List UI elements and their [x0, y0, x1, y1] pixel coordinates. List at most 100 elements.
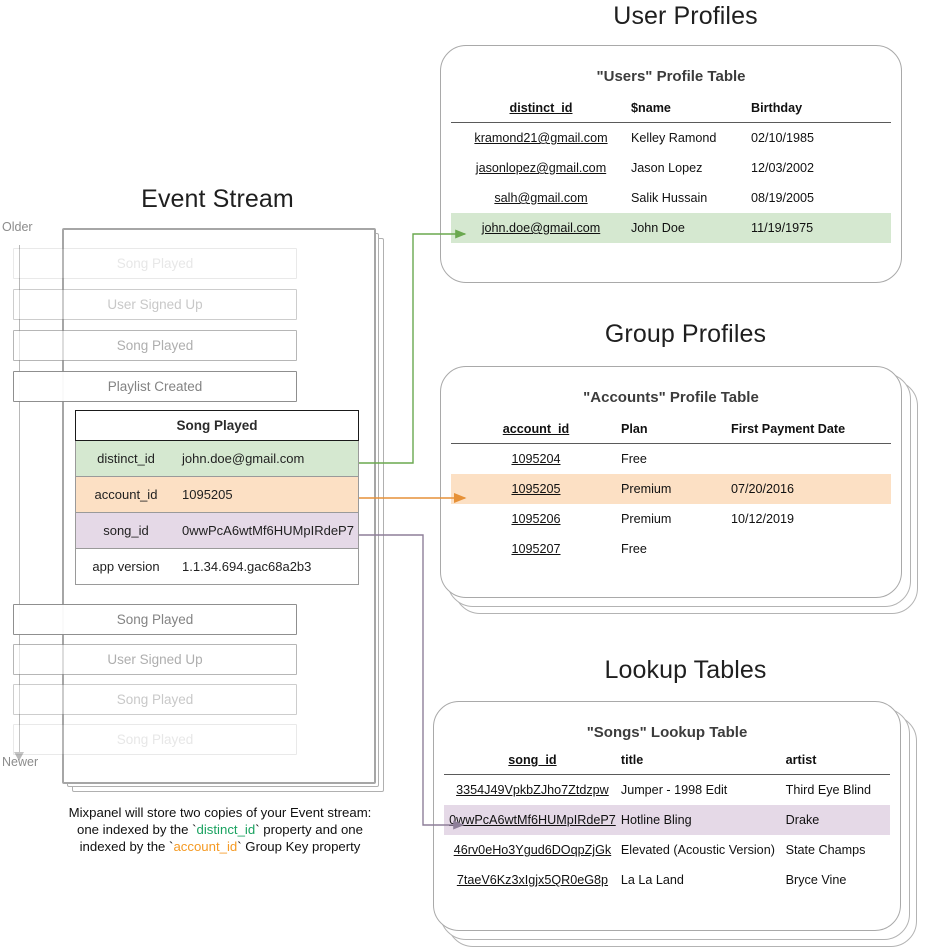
- event-row[interactable]: Song Played: [13, 330, 297, 361]
- column-header-artist: artist: [785, 753, 817, 767]
- caption-account-id-key: account_id: [173, 839, 238, 854]
- songs-lookup-table: song_id title artist 3354J49VpkbZJho7Ztd…: [444, 747, 890, 895]
- group-profiles-card-group: "Accounts" Profile Table account_id Plan…: [440, 366, 920, 616]
- songs-table-title: "Songs" Lookup Table: [586, 724, 748, 741]
- cell-song-id: 0wwPcA6wtMf6HUMpIRdeP7: [444, 805, 621, 835]
- cell-title: Elevated (Acoustic Version): [620, 843, 775, 857]
- cell-distinct-id: jasonlopez@gmail.com: [475, 161, 607, 175]
- cell-song-id: 7taeV6Kz3xIgjx5QR0eG8p: [456, 873, 609, 887]
- table-row-highlighted: 1095205 Premium 07/20/2016: [451, 474, 891, 504]
- users-table-title: "Users" Profile Table: [596, 68, 746, 85]
- property-value: 1095205: [182, 487, 233, 502]
- cell-distinct-id: kramond21@gmail.com: [474, 131, 608, 145]
- event-row[interactable]: Playlist Created: [13, 371, 297, 402]
- cell-first-payment-date: [731, 534, 891, 564]
- event-row[interactable]: Song Played: [13, 684, 297, 715]
- table-row: 3354J49VpkbZJho7Ztdzpw Jumper - 1998 Edi…: [444, 775, 890, 806]
- cell-artist: Bryce Vine: [785, 873, 847, 887]
- caption-line-3: indexed by the `account_id` Group Key pr…: [48, 838, 392, 855]
- cell-title: La La Land: [620, 873, 684, 887]
- cell-title: Hotline Bling: [620, 805, 786, 835]
- property-value: 1.1.34.694.gac68a2b3: [182, 559, 312, 574]
- caption-line-1: Mixpanel will store two copies of your E…: [68, 805, 372, 820]
- property-key: distinct_id: [97, 451, 155, 466]
- users-profile-table: distinct_id $name Birthday kramond21@gma…: [451, 95, 891, 243]
- cell-birthday: 02/10/1985: [751, 131, 815, 145]
- column-header-birthday: Birthday: [751, 101, 803, 115]
- cell-first-payment-date: 07/20/2016: [731, 474, 891, 504]
- cell-name: John Doe: [631, 213, 751, 243]
- table-row: jasonlopez@gmail.com Jason Lopez 12/03/2…: [451, 153, 891, 183]
- cell-name: Kelley Ramond: [631, 131, 717, 145]
- cell-song-id: 3354J49VpkbZJho7Ztdzpw: [456, 783, 609, 797]
- event-property-distinct-id: distinct_id john.doe@gmail.com: [75, 441, 359, 477]
- cell-plan: Premium: [621, 512, 672, 526]
- caption-line-2: one indexed by the `distinct_id` propert…: [48, 821, 392, 838]
- cell-account-id: 1095207: [511, 542, 561, 556]
- table-row: 1095207 Free: [451, 534, 891, 564]
- column-header-first-payment-date: First Payment Date: [731, 422, 846, 436]
- cell-account-id: 1095206: [511, 512, 561, 526]
- user-profiles-title: User Profiles: [613, 2, 758, 30]
- table-row: 46rv0eHo3Ygud6DOqpZjGk Elevated (Acousti…: [444, 835, 890, 865]
- expanded-event-card[interactable]: Song Played distinct_id john.doe@gmail.c…: [75, 410, 359, 585]
- axis-label-newer: Newer: [2, 755, 39, 769]
- table-row: kramond21@gmail.com Kelley Ramond 02/10/…: [451, 123, 891, 154]
- table-row: salh@gmail.com Salik Hussain 08/19/2005: [451, 183, 891, 213]
- event-row[interactable]: Song Played: [13, 724, 297, 755]
- event-stream-title: Event Stream: [141, 185, 294, 213]
- user-profiles-card-group: "Users" Profile Table distinct_id $name …: [440, 45, 910, 285]
- cell-song-id: 46rv0eHo3Ygud6DOqpZjGk: [453, 843, 612, 857]
- event-row[interactable]: Song Played: [13, 248, 297, 279]
- event-property-account-id: account_id 1095205: [75, 477, 359, 513]
- accounts-profile-table: account_id Plan First Payment Date 10952…: [451, 416, 891, 564]
- cell-birthday: 11/19/1975: [751, 213, 891, 243]
- cell-account-id: 1095205: [451, 474, 621, 504]
- caption-line-2-post: ` property and one: [255, 822, 363, 837]
- caption-line-3-post: ` Group Key property: [237, 839, 361, 854]
- cell-birthday: 12/03/2002: [751, 161, 815, 175]
- cell-artist: State Champs: [785, 843, 866, 857]
- group-profiles-title: Group Profiles: [604, 320, 767, 348]
- table-row: 1095206 Premium 10/12/2019: [451, 504, 891, 534]
- property-key: app version: [92, 559, 160, 574]
- table-row-highlighted: john.doe@gmail.com John Doe 11/19/1975: [451, 213, 891, 243]
- event-row[interactable]: User Signed Up: [13, 644, 297, 675]
- column-header-account-id: account_id: [502, 422, 570, 436]
- cell-title: Jumper - 1998 Edit: [620, 783, 728, 797]
- property-value: john.doe@gmail.com: [182, 451, 305, 466]
- cell-distinct-id: john.doe@gmail.com: [451, 213, 631, 243]
- caption-line-3-pre: indexed by the `: [79, 839, 174, 854]
- table-row-highlighted: 0wwPcA6wtMf6HUMpIRdeP7 Hotline Bling Dra…: [444, 805, 890, 835]
- table-header-row: distinct_id $name Birthday: [451, 95, 891, 123]
- column-header-name: $name: [631, 101, 671, 115]
- column-header-plan: Plan: [621, 422, 648, 436]
- event-row[interactable]: Song Played: [13, 604, 297, 635]
- lookup-tables-title: Lookup Tables: [604, 656, 767, 684]
- property-key: account_id: [94, 487, 158, 502]
- table-row: 7taeV6Kz3xIgjx5QR0eG8p La La Land Bryce …: [444, 865, 890, 895]
- expanded-event-header: Song Played: [75, 410, 359, 441]
- cell-name: Salik Hussain: [631, 191, 708, 205]
- event-row[interactable]: User Signed Up: [13, 289, 297, 320]
- diagram-caption: Mixpanel will store two copies of your E…: [48, 804, 392, 855]
- cell-account-id: 1095204: [511, 452, 561, 466]
- table-header-row: account_id Plan First Payment Date: [451, 416, 891, 444]
- event-property-song-id: song_id 0wwPcA6wtMf6HUMpIRdeP7: [75, 513, 359, 549]
- cell-name: Jason Lopez: [631, 161, 703, 175]
- axis-label-older: Older: [2, 220, 33, 234]
- property-value: 0wwPcA6wtMf6HUMpIRdeP7: [182, 523, 354, 538]
- cell-first-payment-date: [731, 444, 891, 475]
- column-header-song-id: song_id: [508, 753, 557, 767]
- accounts-profile-card: "Accounts" Profile Table account_id Plan…: [440, 366, 902, 598]
- event-property-app-version: app version 1.1.34.694.gac68a2b3: [75, 549, 359, 585]
- column-header-distinct-id: distinct_id: [509, 101, 573, 115]
- column-header-title: title: [620, 753, 644, 767]
- lookup-tables-card-group: "Songs" Lookup Table song_id title artis…: [433, 701, 923, 951]
- accounts-table-title: "Accounts" Profile Table: [583, 389, 759, 406]
- cell-first-payment-date: 10/12/2019: [731, 512, 795, 526]
- time-axis-line: [19, 245, 20, 755]
- cell-plan: Free: [621, 542, 647, 556]
- cell-birthday: 08/19/2005: [751, 191, 815, 205]
- cell-artist: Third Eye Blind: [785, 783, 872, 797]
